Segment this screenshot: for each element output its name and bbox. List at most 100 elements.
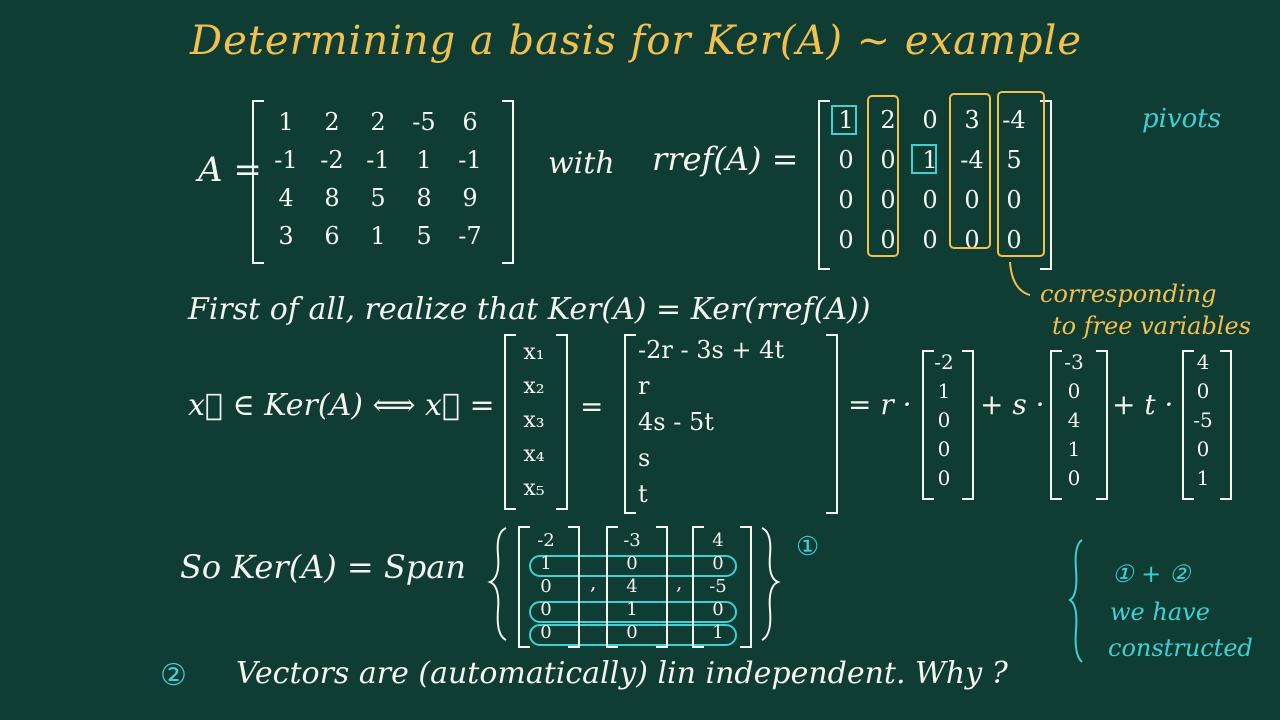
- basis-vector-3-entry: 0: [1196, 379, 1210, 403]
- right-curly-brace: [1068, 539, 1083, 663]
- x-vector-right-bracket: [556, 334, 568, 510]
- pivots-note: pivots: [1142, 104, 1222, 134]
- basis-vector-1-entry: 0: [937, 408, 951, 432]
- span-vector-3-entry: 0: [712, 599, 724, 620]
- span-vector-3-entry: 0: [712, 553, 724, 574]
- basis-vector-2-entry: 0: [1067, 379, 1081, 403]
- rref-entry: 0: [964, 186, 980, 214]
- matrix-a-entry: -1: [274, 146, 298, 174]
- r-coeff: = r ·: [848, 388, 912, 421]
- independence-line: Vectors are (automatically) lin independ…: [236, 656, 1008, 691]
- span-vector-2-entry: 0: [626, 622, 638, 643]
- rref-right-bracket: [1040, 100, 1052, 270]
- rref-entry: 0: [1006, 186, 1022, 214]
- span-comma-1: ,: [590, 570, 597, 594]
- x-vector-entry: x₄: [523, 442, 545, 467]
- matrix-a-entry: 6: [462, 108, 478, 136]
- construct-note-2: we have: [1110, 598, 1210, 626]
- s-coeff: + s ·: [980, 388, 1045, 421]
- span-v2-right-bracket: [656, 526, 668, 648]
- free-vars-note-2: to free variables: [1052, 312, 1251, 340]
- rref-left-bracket: [818, 100, 830, 270]
- basis-vector-3-entry: 0: [1196, 437, 1210, 461]
- matrix-a-entry: 8: [416, 184, 432, 212]
- param-vector-entry: 4s - 5t: [638, 408, 714, 436]
- x-vector-entry: x₅: [523, 476, 545, 501]
- rref-entry: 0: [880, 226, 896, 254]
- span-vector-3-entry: 1: [712, 622, 724, 643]
- basis-vector-3-entry: 1: [1196, 466, 1210, 490]
- x-in-ker-lhs: x⃗ ∈ Ker(A) ⟺ x⃗ =: [188, 388, 495, 423]
- first-of-all-line: First of all, realize that Ker(A) = Ker(…: [188, 292, 871, 327]
- rref-label: rref(A) =: [652, 140, 799, 178]
- with-text: with: [548, 146, 615, 181]
- span-right-brace: [761, 527, 781, 641]
- basis-vector-1-entry: 0: [937, 437, 951, 461]
- rref-entry: 3: [964, 106, 980, 134]
- v2-right-bracket: [1096, 350, 1108, 500]
- basis-vector-2-entry: 0: [1067, 466, 1081, 490]
- span-comma-2: ,: [676, 570, 683, 594]
- pivot-box-1: [831, 105, 857, 135]
- param-vector-entry: s: [638, 444, 651, 472]
- span-vector-1-entry: 0: [540, 622, 552, 643]
- matrix-a-entry: 2: [370, 108, 386, 136]
- matrix-a-entry: 4: [278, 184, 294, 212]
- pivot-box-2: [911, 144, 937, 174]
- matrix-a-right-bracket: [502, 100, 514, 264]
- matrix-a-entry: -2: [320, 146, 344, 174]
- matrix-a-entry: 8: [324, 184, 340, 212]
- rref-entry: 0: [880, 186, 896, 214]
- span-vector-1-entry: 1: [540, 553, 552, 574]
- span-vector-2-entry: 0: [626, 553, 638, 574]
- span-vector-1-entry: 0: [540, 599, 552, 620]
- span-vector-2-entry: 1: [626, 599, 638, 620]
- span-left-brace: [487, 527, 507, 641]
- matrix-a-entry: -7: [458, 222, 482, 250]
- basis-vector-2-entry: 4: [1067, 408, 1081, 432]
- span-vector-1-entry: -2: [537, 530, 555, 551]
- rref-entry: 0: [1006, 226, 1022, 254]
- rref-entry: 2: [880, 106, 896, 134]
- param-vector-entry: -2r - 3s + 4t: [638, 336, 785, 364]
- matrix-a-entry: -1: [458, 146, 482, 174]
- basis-vector-2-entry: -3: [1064, 350, 1084, 374]
- matrix-a-entry: 6: [324, 222, 340, 250]
- marker-one: ①: [796, 532, 820, 562]
- free-vars-note-1: corresponding: [1040, 280, 1217, 308]
- rref-entry: -4: [960, 146, 984, 174]
- v1-left-bracket: [922, 350, 934, 500]
- matrix-a-entry: 1: [416, 146, 432, 174]
- span-vector-1-entry: 0: [540, 576, 552, 597]
- rref-entry: 0: [922, 106, 938, 134]
- basis-vector-1-entry: 0: [937, 466, 951, 490]
- rref-entry: -4: [1002, 106, 1026, 134]
- matrix-a-entry: 1: [370, 222, 386, 250]
- basis-vector-2-entry: 1: [1067, 437, 1081, 461]
- marker-two: ②: [160, 658, 187, 693]
- param-vector-entry: r: [638, 372, 650, 400]
- x-vector-entry: x₁: [523, 340, 545, 365]
- t-coeff: + t ·: [1112, 388, 1174, 421]
- row-loop-4: [529, 601, 737, 623]
- rref-entry: 0: [922, 186, 938, 214]
- rref-entry: 0: [838, 226, 854, 254]
- matrix-a-left-bracket: [252, 100, 264, 264]
- rref-entry: 1: [922, 146, 938, 174]
- basis-vector-3-entry: -5: [1193, 408, 1213, 432]
- construct-note-3: constructed: [1108, 634, 1253, 662]
- matrix-a-entry: 1: [278, 108, 294, 136]
- v2-left-bracket: [1050, 350, 1062, 500]
- page-title: Determining a basis for Ker(A) ~ example: [190, 18, 1082, 64]
- row-loop-2: [529, 555, 737, 577]
- free-col-box-5: [997, 91, 1045, 257]
- span-vector-3-entry: 4: [712, 530, 724, 551]
- basis-vector-1-entry: 1: [937, 379, 951, 403]
- matrix-a-entry: 9: [462, 184, 478, 212]
- rref-entry: 0: [838, 146, 854, 174]
- matrix-a-entry: 3: [278, 222, 294, 250]
- matrix-a-entry: -1: [366, 146, 390, 174]
- matrix-a-entry: 5: [416, 222, 432, 250]
- span-v3-right-bracket: [740, 526, 752, 648]
